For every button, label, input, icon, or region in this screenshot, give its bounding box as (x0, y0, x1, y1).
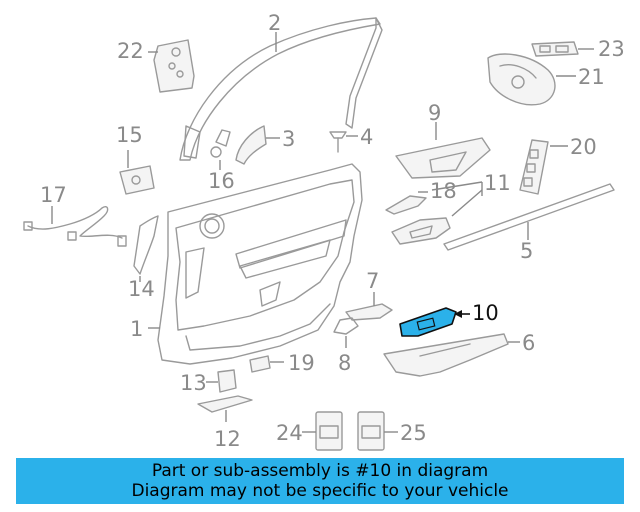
part-9-handle-cover (395, 122, 491, 179)
callout-25: 25 (400, 421, 427, 445)
callout-3: 3 (282, 127, 295, 151)
callout-17: 17 (40, 183, 67, 207)
callout-10-highlighted: 10 (472, 301, 499, 325)
part-15-module (119, 150, 155, 195)
callout-6: 6 (522, 331, 535, 355)
part-11-bracket (431, 181, 483, 217)
callout-24: 24 (276, 421, 303, 445)
callout-23: 23 (598, 37, 625, 61)
part-info-banner: Part or sub-assembly is #10 in diagram D… (16, 458, 624, 504)
part-10-switch-panel-highlighted (399, 307, 470, 337)
callout-20: 20 (570, 135, 597, 159)
part-2-window-frame (179, 17, 383, 161)
callout-16: 16 (208, 169, 235, 193)
callout-8: 8 (338, 351, 351, 375)
part-16-clip (210, 129, 231, 170)
callout-2: 2 (268, 11, 281, 35)
callout-9: 9 (428, 101, 441, 125)
part-22-module (148, 39, 195, 93)
part-24-switch (302, 411, 343, 451)
part-20-switch (519, 139, 568, 195)
part-7-bracket (345, 292, 393, 321)
banner-line-disclaimer: Diagram may not be specific to your vehi… (131, 481, 509, 501)
part-8-bracket (333, 317, 359, 348)
callout-21: 21 (578, 65, 605, 89)
part-1-door-panel (148, 163, 363, 365)
part-10-shape (399, 307, 457, 337)
callout-15: 15 (116, 123, 143, 147)
part-12-plate (197, 395, 253, 422)
part-14-strip (133, 215, 159, 282)
callout-18: 18 (430, 179, 457, 203)
callout-4: 4 (360, 125, 373, 149)
part-25-switch (357, 411, 398, 451)
part-19-switch (249, 355, 284, 373)
part-4-fastener (329, 131, 358, 153)
callout-19: 19 (288, 351, 315, 375)
banner-line-part: Part or sub-assembly is #10 in diagram (151, 461, 489, 481)
part-21-seat-switch (487, 53, 576, 106)
part-11-inner-handle (391, 217, 451, 245)
callout-1: 1 (130, 317, 143, 341)
callout-13: 13 (180, 371, 207, 395)
part-6-armrest (383, 333, 520, 377)
part-18-handle (385, 191, 428, 215)
callout-11: 11 (484, 171, 511, 195)
part-23-switch-bezel (531, 41, 594, 57)
exploded-view: 22 2 23 21 9 15 3 4 20 16 11 17 18 5 7 1… (23, 11, 625, 451)
callout-22: 22 (117, 39, 144, 63)
callout-5: 5 (520, 239, 533, 263)
part-17-wire-harness (23, 206, 127, 247)
part-13-clip (206, 369, 237, 393)
part-5-molding (443, 183, 615, 251)
callout-14: 14 (128, 277, 155, 301)
callout-12: 12 (214, 427, 241, 451)
part-3-mirror-trim (235, 125, 280, 165)
callout-7: 7 (366, 269, 379, 293)
